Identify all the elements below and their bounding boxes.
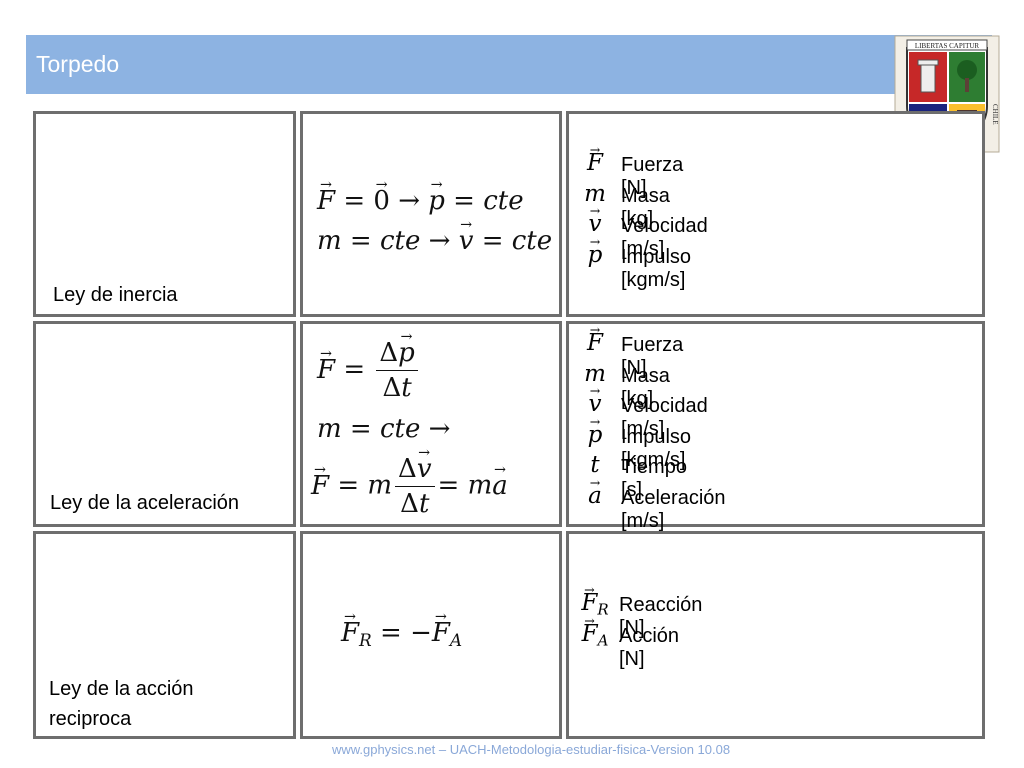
slide-title: Torpedo xyxy=(36,51,120,77)
variable-label: Fuerza [N] xyxy=(621,154,684,199)
variable-label: Masa [kg] xyxy=(621,364,670,410)
equation: F = mΔvΔt= ma xyxy=(311,445,508,519)
equation: m = cte → xyxy=(317,414,451,444)
equation-cell: FR = −FA xyxy=(300,531,562,739)
footer-url[interactable]: www.gphysics.net – UACH-Metodologia-estu… xyxy=(331,742,731,757)
law-name-line: reciproca xyxy=(49,708,132,730)
variable-label: Tiempo [s] xyxy=(621,456,687,501)
variable-label: Reacción [N] xyxy=(619,594,703,639)
slide-header: Torpedo xyxy=(26,35,992,94)
variable-label: Velocidad [m/s] xyxy=(621,395,708,440)
equation-cell: F = ΔpΔt m = cte → F = mΔvΔt= ma xyxy=(300,321,562,527)
variable-label: Impulso [kgm/s] xyxy=(621,245,692,291)
variable-label: Masa [kg] xyxy=(621,184,670,230)
variable-label: Velocidad [m/s] xyxy=(621,215,708,260)
law-name-cell: Ley de la acción reciproca xyxy=(33,531,296,739)
law-name-cell: Ley de inercia xyxy=(33,111,296,317)
svg-text:CHILE: CHILE xyxy=(991,104,999,125)
variable-label: Aceleración [m/s] xyxy=(621,486,726,532)
variable-label: Impulso [kgm/s] xyxy=(621,425,692,471)
variable-label: Fuerza [N] xyxy=(621,334,684,379)
equation: F = ΔpΔt xyxy=(317,329,421,403)
law-name-line: Ley de la acción xyxy=(49,678,194,700)
svg-text:LIBERTAS CAPITUR: LIBERTAS CAPITUR xyxy=(915,42,979,50)
equation-cell: F = 0 → p = cte m = cte → v = cte xyxy=(300,111,562,317)
equation: FR = −FA xyxy=(341,609,462,650)
law-name: Ley de la aceleración xyxy=(50,492,240,514)
equation: m = cte → v = cte xyxy=(317,217,552,256)
variable-label: Acción [N] xyxy=(619,624,680,670)
law-name-cell: Ley de la aceleración xyxy=(33,321,296,527)
law-name: Ley de inercia xyxy=(53,284,178,306)
equation: F = 0 → p = cte xyxy=(317,177,524,216)
